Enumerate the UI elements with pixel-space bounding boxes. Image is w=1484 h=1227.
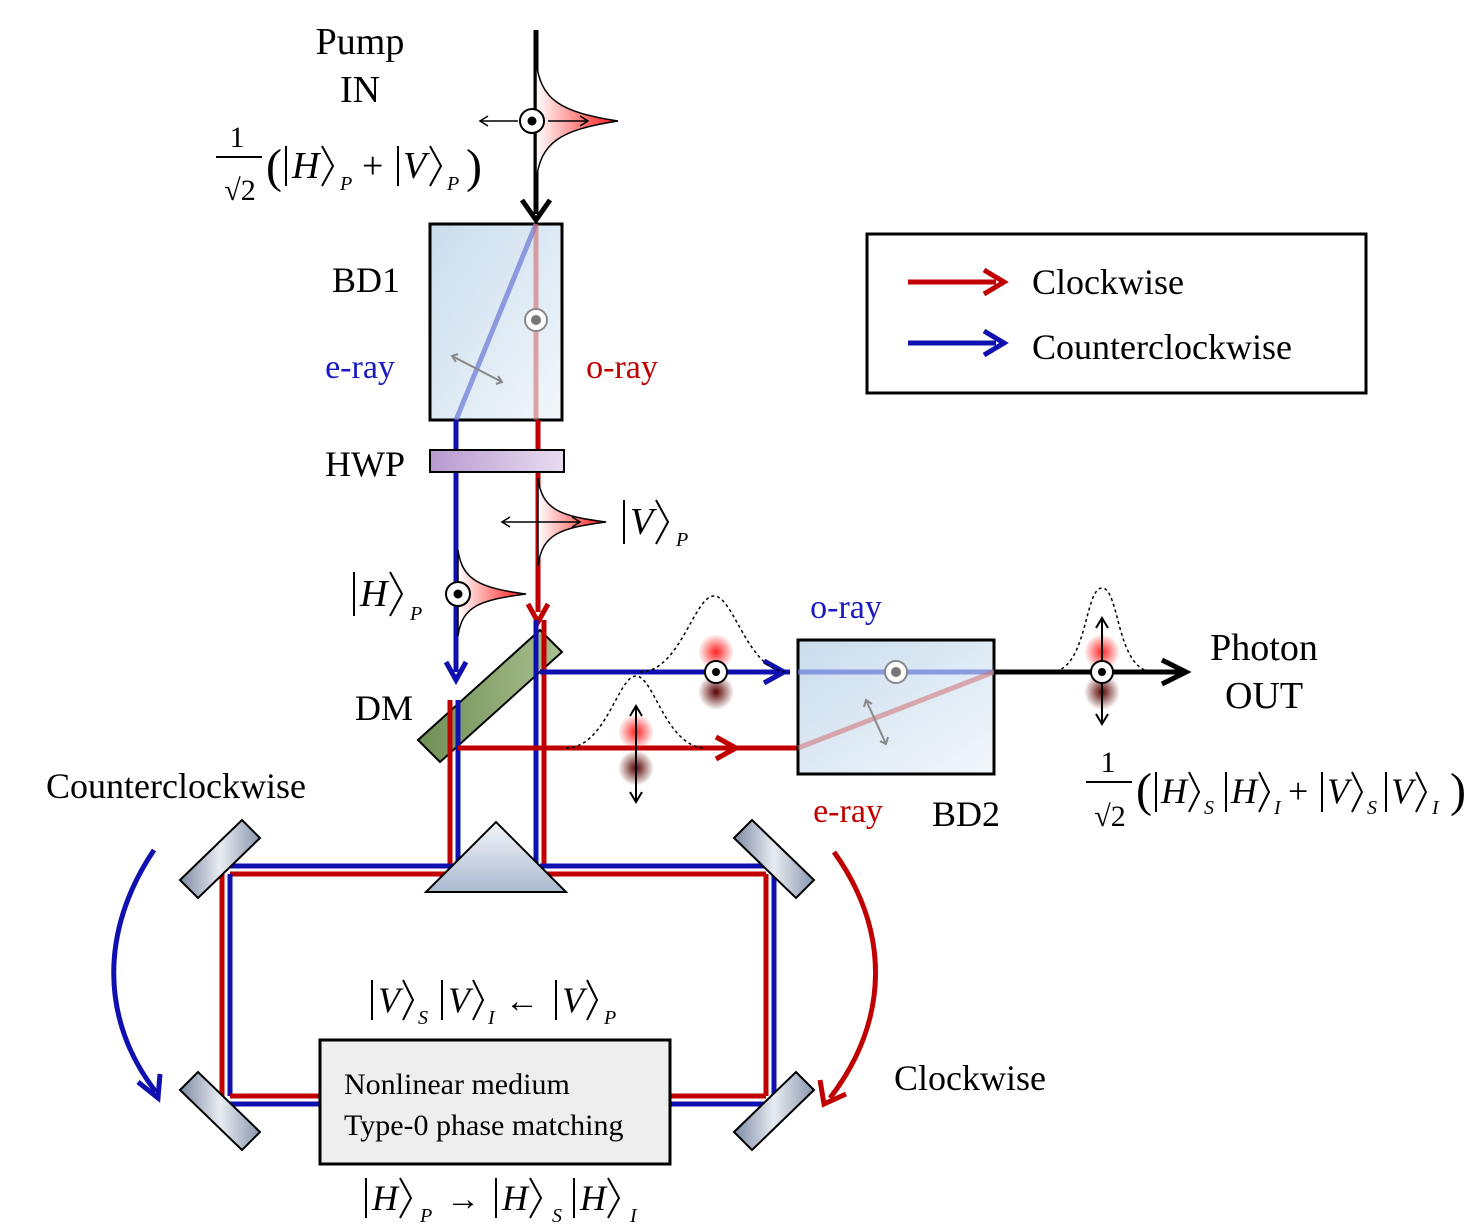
- out-sub-3: S: [1367, 797, 1377, 819]
- pump-pulse-icon: [478, 59, 619, 183]
- out-ket-4: V: [1391, 771, 1417, 811]
- ccw-rotation-arrow: [111, 848, 163, 1103]
- vv-ket-1: V: [378, 980, 404, 1020]
- legend-box: [865, 232, 1368, 395]
- vv-ket-3: V: [562, 980, 588, 1020]
- cw-side-label: Clockwise: [894, 1058, 1046, 1098]
- legend-item-counterclockwise: Counterclockwise: [908, 327, 1292, 367]
- beam-displacer-bd2: [796, 638, 996, 776]
- bd1-oray-label: o-ray: [586, 349, 658, 386]
- hh-sub-P: P: [419, 1205, 432, 1227]
- pump-label-line2: IN: [340, 69, 380, 111]
- mirror-bottom-left: [178, 1070, 262, 1152]
- frac-num: 1: [230, 121, 245, 154]
- ket-V: V: [403, 145, 430, 187]
- ket-H-left: H: [359, 573, 390, 615]
- out-frac-den: √2: [1094, 800, 1125, 833]
- sub-P-hwp: P: [675, 529, 688, 551]
- out-plus: +: [1288, 771, 1308, 811]
- ket-h-p-label: H P: [353, 571, 422, 625]
- crystal-label-line1: Nonlinear medium: [344, 1068, 570, 1101]
- hwp-label: HWP: [325, 444, 405, 484]
- vv-process-formula: V S V I ← V P: [371, 979, 616, 1029]
- out-ket-2: H: [1230, 771, 1259, 811]
- dm-label: DM: [355, 688, 413, 728]
- sub-P-2: P: [446, 173, 459, 195]
- paren-open: (: [266, 140, 282, 193]
- sagnac-loop-beams: [219, 620, 777, 1107]
- mirror-top-left: [178, 818, 262, 900]
- hh-arrow: →: [446, 1181, 480, 1218]
- vv-sub-S: S: [418, 1007, 428, 1029]
- bd2-oray-label: o-ray: [810, 589, 882, 626]
- ccw-side-label: Counterclockwise: [46, 766, 306, 806]
- sub-P-left: P: [409, 603, 422, 625]
- out-sub-1: S: [1204, 797, 1214, 819]
- v-pulse-icon: [500, 477, 607, 567]
- bd2-eray-label: e-ray: [813, 793, 883, 830]
- ket-v-p-label: V P: [623, 499, 688, 551]
- prism: [423, 820, 569, 893]
- photon-icon-output: [1049, 587, 1155, 726]
- bd1-label: BD1: [332, 260, 400, 300]
- frac-den: √2: [224, 174, 255, 207]
- out-sub-2: I: [1273, 797, 1282, 819]
- bd1-eray-label: e-ray: [325, 349, 395, 386]
- vv-arrow: ←: [505, 983, 539, 1020]
- out-ket-3: V: [1327, 771, 1353, 811]
- paren-close: ): [466, 140, 482, 193]
- mirror-bottom-right: [732, 1070, 816, 1152]
- vv-ket-2: V: [448, 980, 474, 1020]
- vv-sub-P: P: [603, 1007, 616, 1029]
- half-wave-plate: [429, 449, 565, 473]
- out-sub-4: I: [1431, 797, 1440, 819]
- beam-displacer-bd1: [428, 222, 564, 422]
- hh-ket-2: H: [501, 1178, 530, 1218]
- legend-label-clockwise: Clockwise: [1032, 262, 1184, 302]
- legend-label-counterclockwise: Counterclockwise: [1032, 327, 1292, 367]
- crystal-label-line2: Type-0 phase matching: [344, 1109, 623, 1142]
- vv-sub-I: I: [487, 1007, 496, 1029]
- ket-H: H: [291, 145, 322, 187]
- hh-process-formula: H P → H S H I: [365, 1177, 638, 1227]
- hh-ket-1: H: [371, 1178, 400, 1218]
- pump-state-formula: 1 √2 ( H P + V P ): [216, 121, 482, 207]
- nonlinear-crystal: [318, 1038, 672, 1166]
- mirror-top-right: [732, 818, 816, 900]
- photon-out-line2: OUT: [1225, 675, 1303, 717]
- out-ket-1: H: [1160, 771, 1189, 811]
- sub-P: P: [339, 173, 352, 195]
- hh-sub-S: S: [552, 1205, 562, 1227]
- bd2-label: BD2: [932, 794, 1000, 834]
- ket-V-hwp: V: [630, 501, 657, 543]
- legend-item-clockwise: Clockwise: [908, 262, 1184, 302]
- h-pulse-icon: [445, 549, 527, 637]
- hh-ket-3: H: [579, 1178, 608, 1218]
- pump-label-line1: Pump: [316, 21, 405, 63]
- dichroic-mirror: [416, 628, 564, 764]
- output-state-formula: 1 √2 ( H S H I + V S V I ): [1086, 746, 1466, 833]
- photon-out-line1: Photon: [1210, 627, 1318, 669]
- cw-rotation-arrow: [817, 850, 878, 1108]
- out-frac-num: 1: [1101, 746, 1116, 779]
- hh-sub-I: I: [629, 1205, 638, 1227]
- plus: +: [362, 145, 383, 187]
- out-paren-open: (: [1136, 764, 1152, 817]
- photon-icon-lower: [565, 675, 707, 804]
- legend: Clockwise Counterclockwise: [865, 232, 1368, 395]
- photon-icon-upper: [639, 595, 789, 710]
- out-paren-close: ): [1450, 764, 1466, 817]
